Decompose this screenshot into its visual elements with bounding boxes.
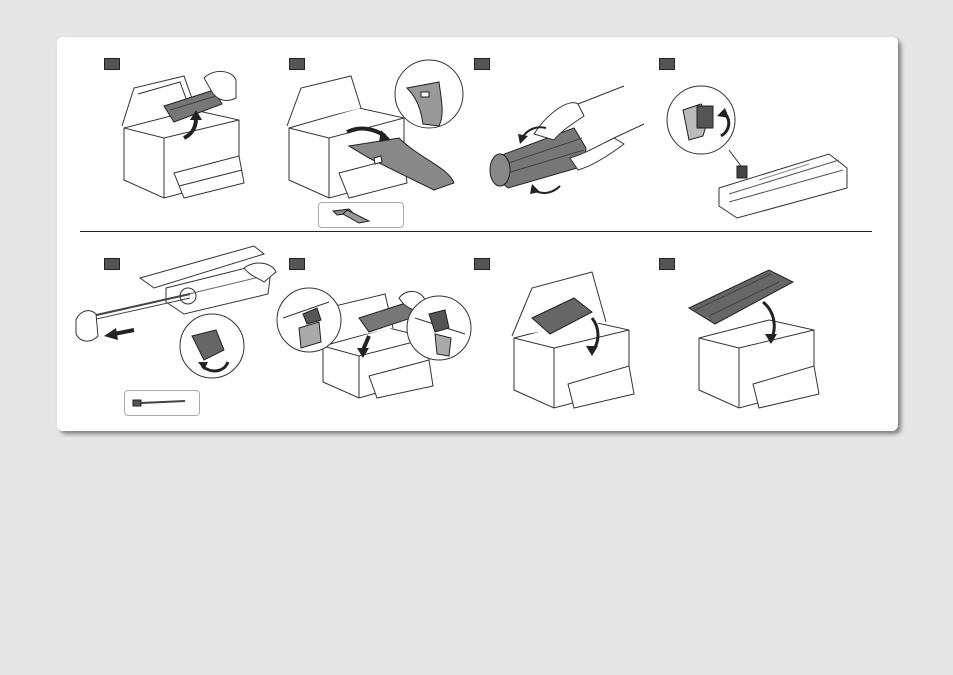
- step-7: [474, 258, 654, 428]
- shake-cartridge-illustration: [474, 58, 654, 228]
- step-5: [104, 258, 284, 428]
- tape-tab-icon: [319, 203, 403, 227]
- tape-rod-callout-box: [124, 390, 200, 416]
- instruction-sheet: [57, 37, 898, 431]
- printer-remove-cartridge-illustration: [104, 58, 284, 228]
- tape-rod-icon: [125, 391, 199, 415]
- step-1: [104, 58, 284, 228]
- step-2: [289, 58, 469, 228]
- insert-cartridge-illustration: [289, 258, 469, 428]
- close-scanner-illustration: [659, 258, 839, 428]
- close-inner-cover-illustration: [474, 258, 654, 428]
- step-8: [659, 258, 839, 428]
- step-3: [474, 58, 654, 228]
- row-divider: [80, 231, 872, 232]
- step-6: [289, 258, 469, 428]
- remove-tab-illustration: [659, 58, 839, 228]
- step-4: [659, 58, 839, 228]
- tape-callout-box: [318, 202, 404, 228]
